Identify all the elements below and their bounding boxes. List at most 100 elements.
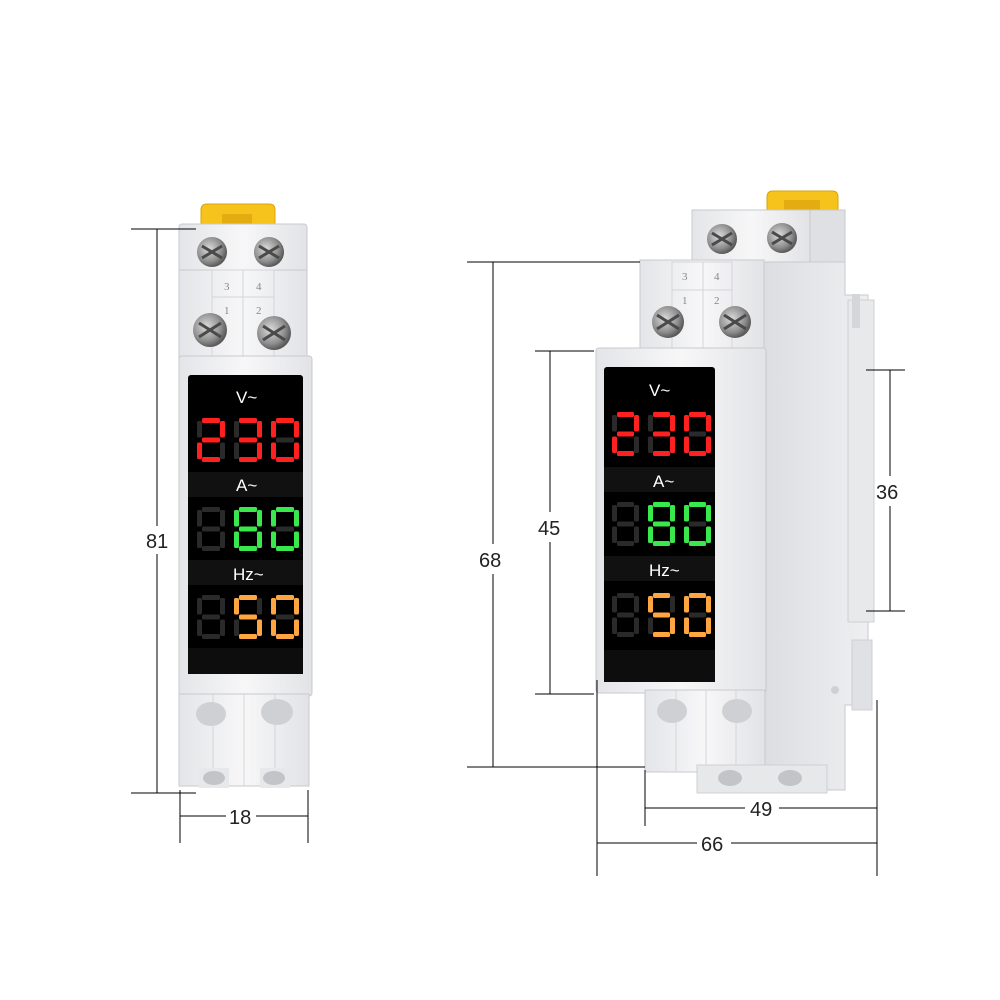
digit-segment xyxy=(689,632,706,637)
digit-segment xyxy=(648,596,653,613)
digit-segment xyxy=(634,505,639,522)
digit-segment xyxy=(202,634,220,639)
digit-segment xyxy=(648,617,653,634)
digit-segment xyxy=(197,442,202,459)
seven-segment-digit xyxy=(612,412,639,456)
digit-segment xyxy=(239,546,257,551)
front-width-dimension xyxy=(179,790,309,843)
seven-segment-digit xyxy=(197,507,225,551)
digit-segment xyxy=(670,617,675,634)
digit-segment xyxy=(276,457,294,462)
screw-icon xyxy=(707,224,737,254)
seven-segment-digit xyxy=(684,502,711,546)
front-height-dimension xyxy=(131,228,196,794)
digit-segment xyxy=(653,412,670,417)
side-voltage-label: V~ xyxy=(649,381,670,400)
digit-segment xyxy=(239,507,257,512)
digit-segment xyxy=(653,593,670,598)
digit-segment xyxy=(653,612,670,618)
side-depth-total-value: 66 xyxy=(701,834,723,856)
side-terminal-number-block xyxy=(639,259,765,353)
digit-segment xyxy=(239,457,257,462)
digit-segment xyxy=(197,598,202,615)
digit-segment xyxy=(670,436,675,453)
digit-segment xyxy=(684,596,689,613)
seven-segment-digit xyxy=(271,595,299,639)
digit-segment xyxy=(257,510,262,527)
digit-segment xyxy=(684,526,689,543)
digit-segment xyxy=(648,505,653,522)
digit-segment xyxy=(202,418,220,423)
digit-segment xyxy=(294,598,299,615)
digit-segment xyxy=(648,436,653,453)
seven-segment-digit xyxy=(612,593,639,637)
side-frequency-digits xyxy=(612,593,711,637)
digit-segment xyxy=(617,593,634,598)
terminal-label-1: 1 xyxy=(224,305,230,317)
digit-segment xyxy=(617,612,634,618)
digit-segment xyxy=(617,412,634,417)
digit-segment xyxy=(220,619,225,636)
digit-segment xyxy=(276,526,294,532)
digit-segment xyxy=(617,451,634,456)
digit-segment xyxy=(617,541,634,546)
digit-segment xyxy=(670,415,675,432)
seven-segment-digit xyxy=(234,595,262,639)
digit-segment xyxy=(220,421,225,438)
terminal-hole-icon xyxy=(722,699,752,723)
seven-segment-digit xyxy=(648,593,675,637)
digit-segment xyxy=(294,421,299,438)
digit-segment xyxy=(257,421,262,438)
digit-segment xyxy=(234,598,239,615)
digit-segment xyxy=(276,595,294,600)
seven-segment-digit xyxy=(684,593,711,637)
digit-segment xyxy=(706,596,711,613)
digit-segment xyxy=(684,436,689,453)
terminal-label-3: 3 xyxy=(224,281,230,293)
screw-icon xyxy=(719,306,751,338)
digit-segment xyxy=(294,510,299,527)
digit-segment xyxy=(634,526,639,543)
front-current-label: A~ xyxy=(236,476,257,495)
digit-segment xyxy=(670,505,675,522)
seven-segment-digit xyxy=(612,502,639,546)
digit-segment xyxy=(648,526,653,543)
digit-segment xyxy=(684,617,689,634)
seven-segment-digit xyxy=(234,418,262,462)
side-current-label: A~ xyxy=(653,472,674,491)
digit-segment xyxy=(612,596,617,613)
side-terminal-label-2: 2 xyxy=(714,295,720,307)
digit-segment xyxy=(239,418,257,423)
digit-segment xyxy=(706,505,711,522)
digit-segment xyxy=(653,502,670,507)
seven-segment-digit xyxy=(648,412,675,456)
side-terminal-label-4: 4 xyxy=(714,271,720,283)
digit-segment xyxy=(612,505,617,522)
screw-icon xyxy=(652,306,684,338)
side-depth-inner-value: 49 xyxy=(750,799,772,821)
digit-segment xyxy=(670,596,675,613)
digit-segment xyxy=(239,437,257,443)
terminal-hole-icon xyxy=(657,699,687,723)
digit-segment xyxy=(294,442,299,459)
digit-segment xyxy=(670,526,675,543)
terminal-label-2: 2 xyxy=(256,305,262,317)
digit-segment xyxy=(706,415,711,432)
digit-segment xyxy=(612,617,617,634)
digit-segment xyxy=(239,526,257,532)
digit-segment xyxy=(689,521,706,527)
digit-segment xyxy=(197,619,202,636)
front-width-value: 18 xyxy=(229,807,251,829)
digit-segment xyxy=(271,619,276,636)
side-terminal-label-1: 1 xyxy=(682,295,688,307)
digit-segment xyxy=(276,634,294,639)
digit-segment xyxy=(689,541,706,546)
digit-segment xyxy=(634,596,639,613)
digit-segment xyxy=(271,510,276,527)
screw-icon xyxy=(257,316,291,350)
digit-segment xyxy=(257,598,262,615)
digit-segment xyxy=(689,451,706,456)
digit-segment xyxy=(653,632,670,637)
digit-segment xyxy=(634,436,639,453)
side-front-height-dimension xyxy=(535,350,594,695)
